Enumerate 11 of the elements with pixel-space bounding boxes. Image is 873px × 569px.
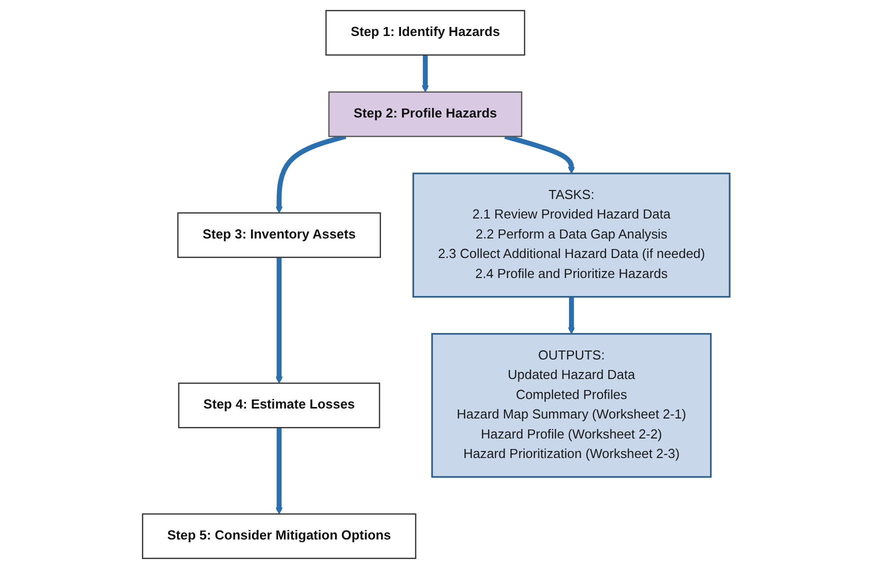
arrow <box>276 257 284 384</box>
arrow <box>276 428 284 514</box>
node-box: Step 2: Profile Hazards <box>328 91 523 138</box>
node-box: TASKS: 2.1 Review Provided Hazard Data 2.2 Perform a Data Gap Analysis 2.3 Collect Additional Hazard Data (if needed) 2.4 Profile and Prioritize Hazards <box>412 172 731 298</box>
node-box: Step 3: Inventory Assets <box>178 212 382 258</box>
arrow <box>568 296 576 334</box>
node-box: Step 4: Estimate Losses <box>178 382 380 428</box>
node-box: OUTPUTS: Updated Hazard Data Completed Profiles Hazard Map Summary (Worksheet 2-1) Hazard Profile (Worksheet 2-2) Hazard Prioritization (Worksheet 2-3) <box>432 333 712 478</box>
arrow <box>422 55 430 92</box>
node-box: Step 5: Consider Mitigation Options <box>142 513 417 560</box>
node-box: Step 1: Identify Hazards <box>326 10 526 56</box>
